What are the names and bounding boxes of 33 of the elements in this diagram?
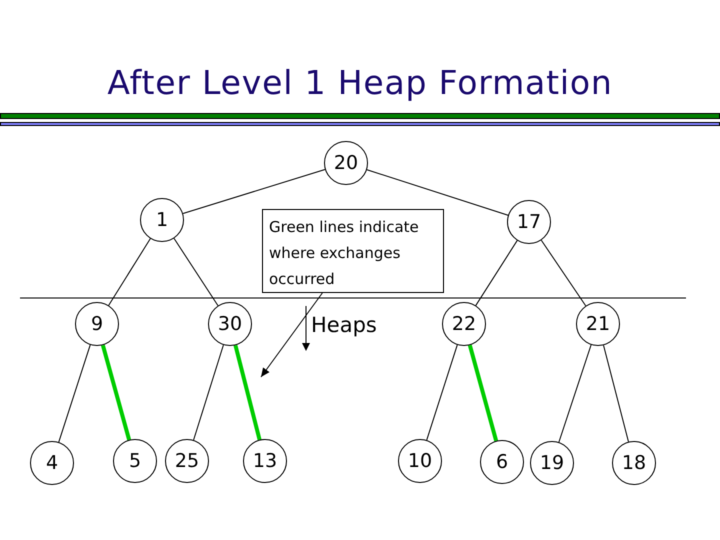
tree-edge [58, 344, 91, 443]
tree-node: 13 [243, 439, 287, 483]
tree-edge [540, 240, 586, 306]
tree-node: 18 [612, 441, 656, 485]
leader-line [260, 292, 323, 378]
tree-node: 10 [398, 439, 442, 483]
tree-edge [108, 238, 151, 306]
tree-edge [426, 344, 458, 441]
tree-node: 30 [208, 302, 252, 346]
tree-node: 5 [113, 439, 157, 483]
tree-node: 20 [324, 141, 368, 185]
tree-node: 1 [140, 198, 184, 242]
note-box: Green lines indicate where exchanges occurred [262, 209, 444, 293]
tree-edge [100, 344, 132, 440]
tree-edge [558, 344, 592, 443]
tree-node: 9 [75, 302, 119, 346]
tree-edge [366, 169, 509, 216]
tree-edge [468, 344, 498, 442]
tree-node: 19 [530, 441, 574, 485]
tree-node: 22 [442, 302, 486, 346]
tree-node: 17 [507, 200, 551, 244]
title: After Level 1 Heap Formation [106, 62, 614, 104]
tree-edge [234, 344, 262, 440]
tree-edge [193, 344, 224, 440]
tree-edge [182, 169, 326, 214]
tree-node: 25 [165, 439, 209, 483]
heaps-label: Heaps [311, 312, 377, 339]
tree-edge [475, 240, 518, 306]
tree-node: 4 [30, 441, 74, 485]
tree-edge [174, 238, 218, 306]
tree-node: 21 [576, 302, 620, 346]
tree-edge [603, 344, 629, 442]
tree-node: 6 [480, 440, 524, 484]
